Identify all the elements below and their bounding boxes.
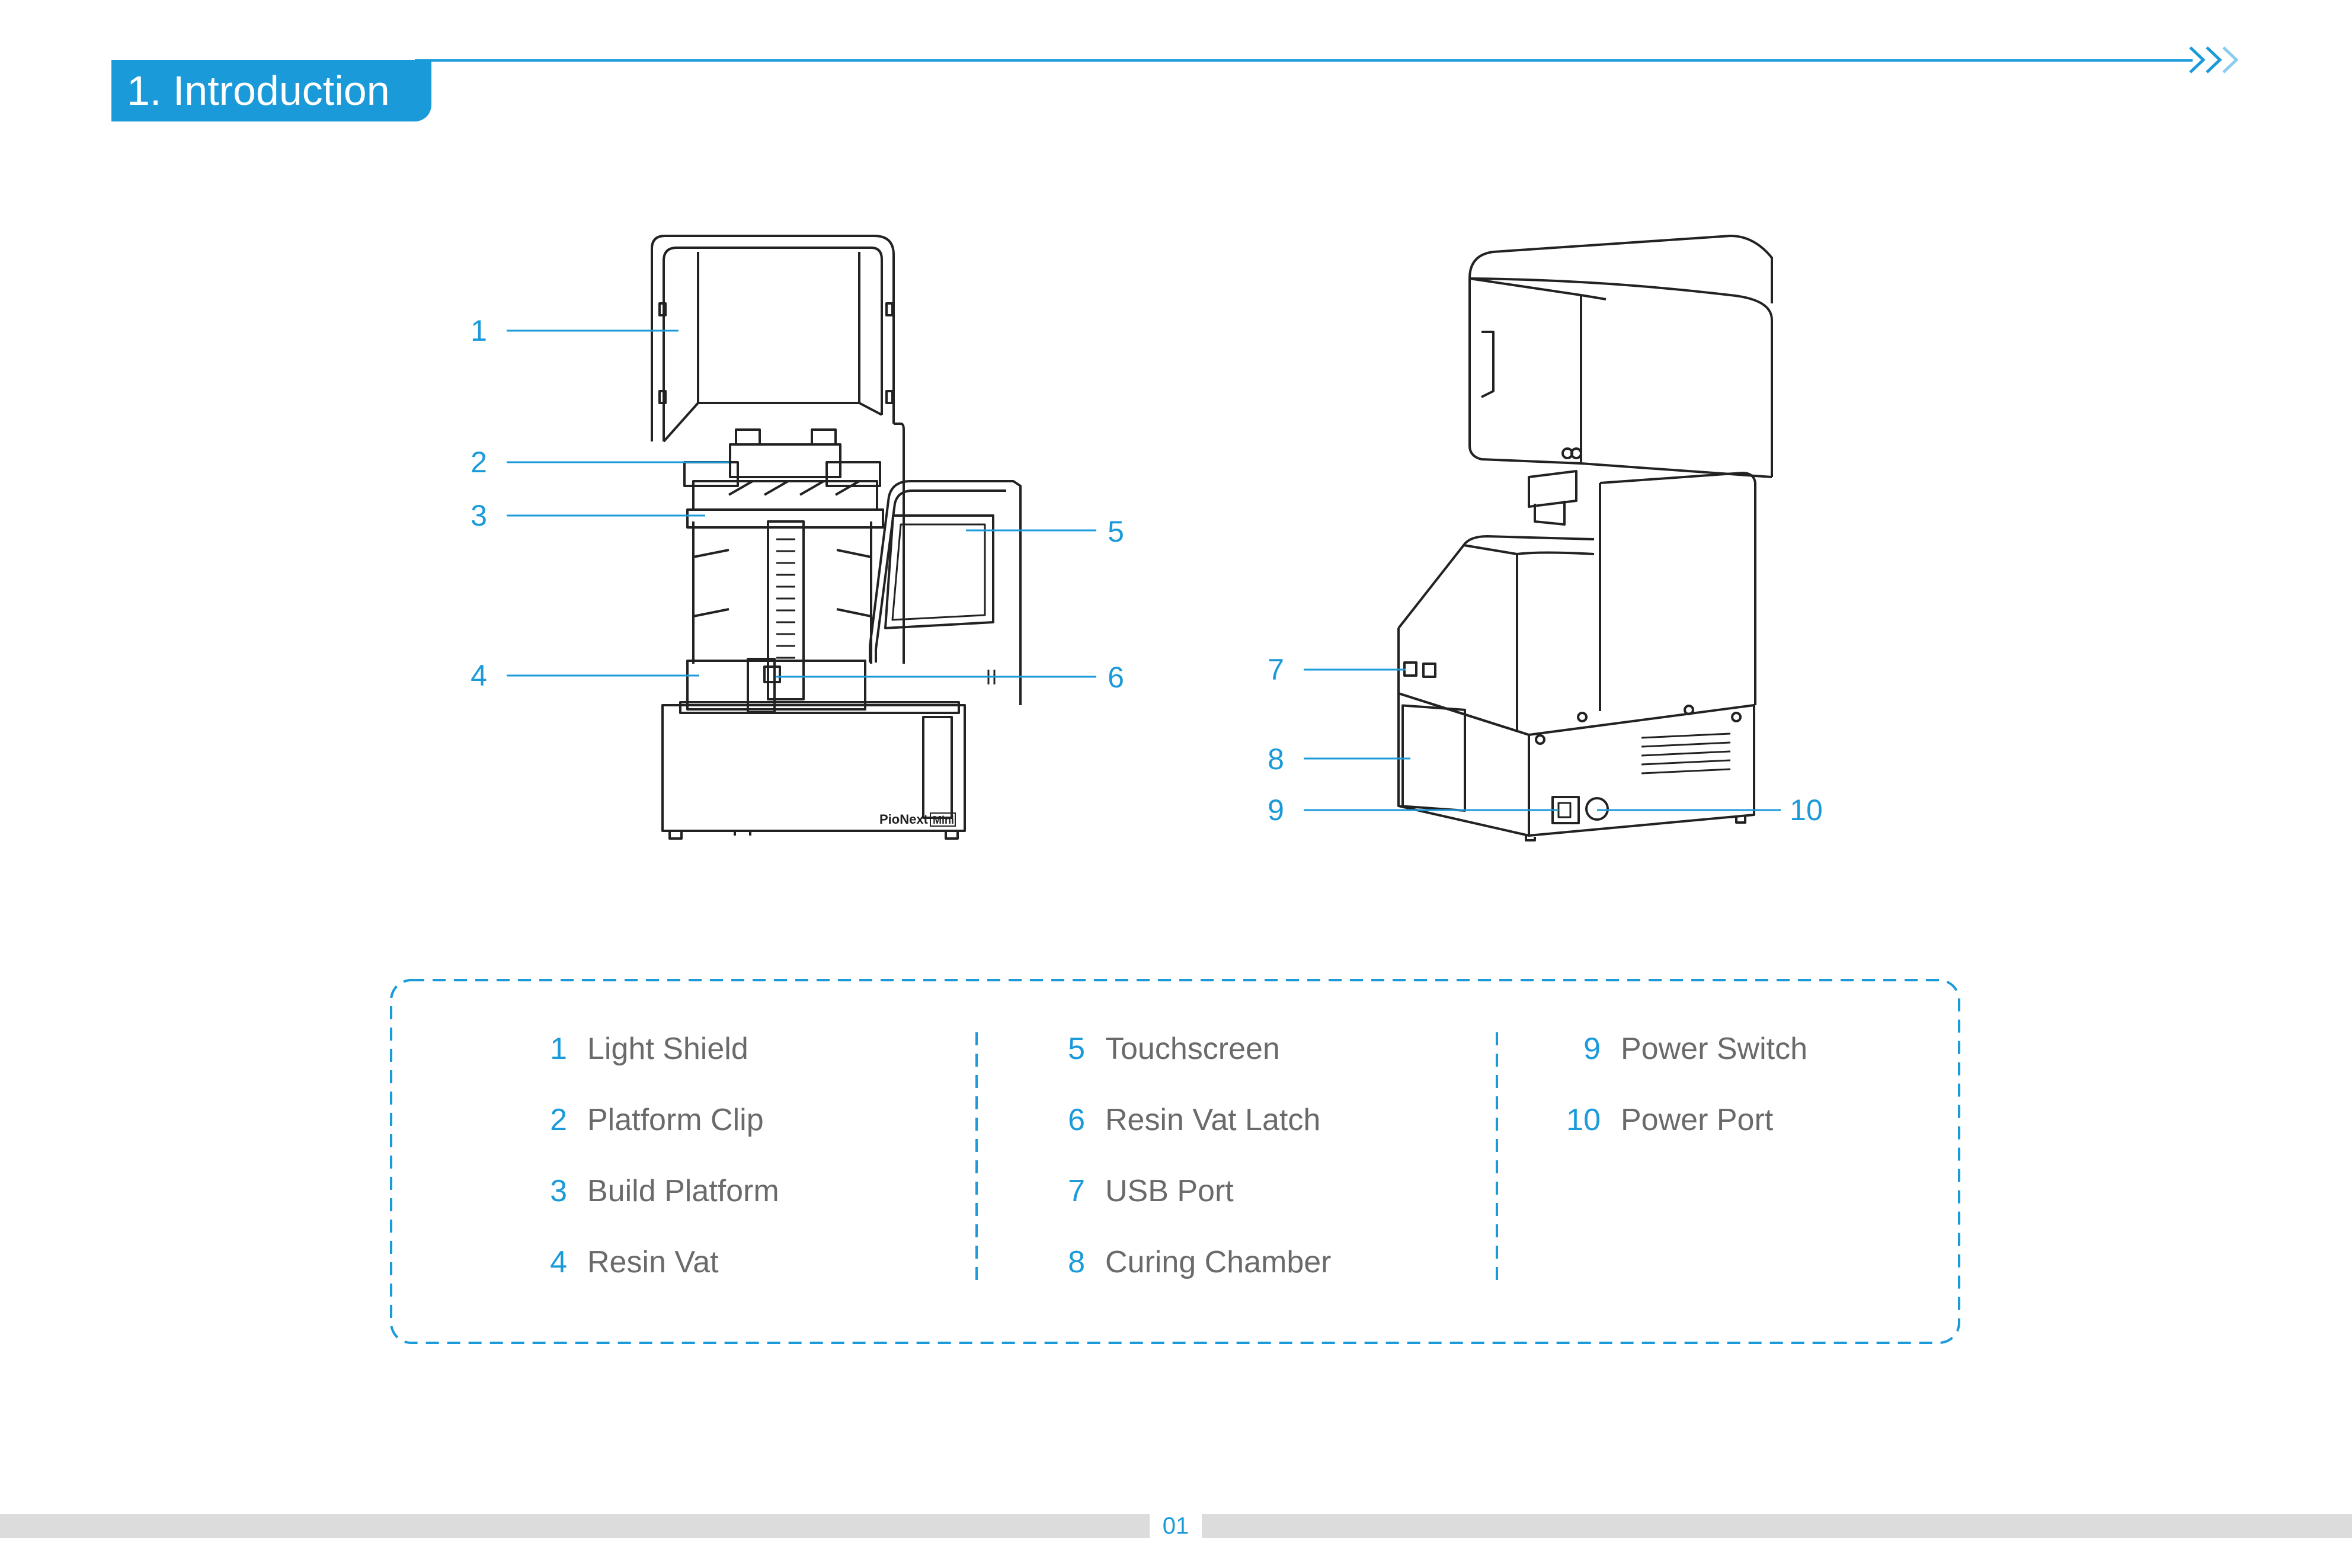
printer-diagram: PioNext Mini — [507, 235, 1781, 841]
footer-bar-right — [1202, 1514, 2352, 1538]
model-badge: Mini — [933, 814, 954, 826]
callout-7: 7 — [1268, 653, 1284, 686]
section-title: 1. Introduction — [127, 68, 390, 114]
callout-10: 10 — [1790, 793, 1823, 827]
callout-8: 8 — [1268, 743, 1284, 776]
model-badge-frame — [930, 812, 956, 827]
callout-1: 1 — [471, 314, 487, 347]
double-chevron-right-icon — [2189, 46, 2239, 73]
page-number: 01 — [1162, 1513, 1189, 1539]
callout-3: 3 — [471, 499, 487, 532]
brand-label: PioNext — [879, 812, 929, 827]
callout-9: 9 — [1268, 793, 1284, 827]
printer-back-view — [1397, 235, 1773, 841]
footer-bar-left — [0, 1514, 1150, 1538]
header-rule — [415, 59, 2193, 62]
callout-4: 4 — [471, 659, 487, 692]
printer-front-view — [651, 235, 1022, 840]
callout-leaders — [507, 329, 1781, 811]
callout-5: 5 — [1108, 515, 1124, 548]
section-header: 1. Introduction — [111, 60, 431, 121]
legend-frame — [390, 979, 1960, 1344]
callout-2: 2 — [471, 446, 487, 479]
callout-6: 6 — [1108, 661, 1124, 694]
